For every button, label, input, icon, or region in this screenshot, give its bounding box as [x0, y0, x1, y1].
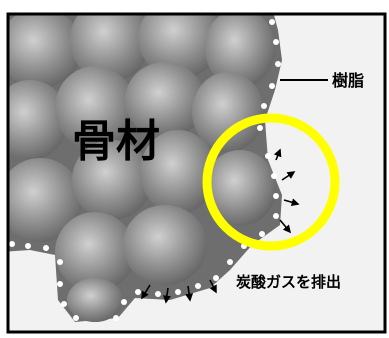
co2-release-label: 炭酸ガスを排出 — [236, 273, 341, 291]
aggregate-grains — [8, 14, 276, 322]
aggregate-label: 骨材 — [72, 116, 160, 167]
aggregate-cluster — [8, 14, 282, 322]
co2-arrows-bottom — [141, 279, 217, 304]
co2-arrows-right — [273, 148, 300, 234]
diagram-frame — [6, 12, 387, 334]
resin-dots — [9, 19, 281, 321]
highlight-ring — [202, 113, 340, 251]
resin-label: 樹脂 — [332, 71, 364, 90]
